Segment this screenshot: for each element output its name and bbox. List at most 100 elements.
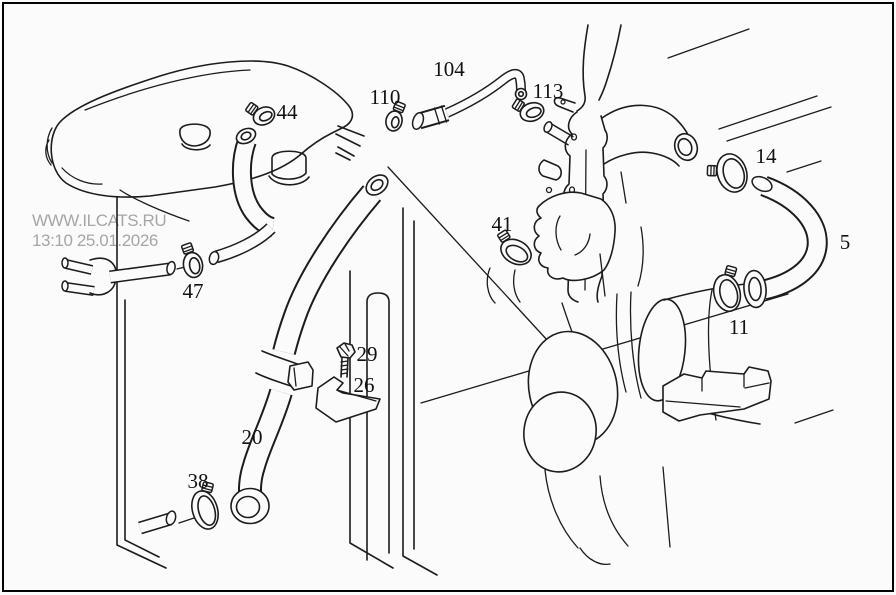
manifold-contour <box>84 69 251 111</box>
hose5-top-cap <box>751 175 773 193</box>
callout-44: 44 <box>277 100 299 124</box>
pump-assembly <box>486 267 772 566</box>
center-vertical <box>349 270 394 569</box>
clamp-11-icon <box>712 264 742 313</box>
clamp-screw <box>706 164 718 177</box>
neck-line <box>576 24 589 112</box>
clamp-screw <box>245 101 259 116</box>
bracket-plate <box>315 376 381 423</box>
pipe38-inner <box>138 514 172 533</box>
clamp-44-icon <box>245 101 276 126</box>
hose-tail-inner <box>214 224 275 262</box>
pump-volute <box>533 191 616 282</box>
block-ribs <box>561 253 642 399</box>
background-panel-lines <box>387 28 834 424</box>
lug-hole <box>560 99 566 105</box>
panel-diagonal-long <box>420 293 789 404</box>
hose5-end-ring-inner <box>748 276 762 302</box>
panel-line <box>794 409 834 424</box>
outlet-tube-bottom <box>603 151 680 167</box>
callout-5: 5 <box>840 230 851 254</box>
clamp-screw <box>392 100 406 114</box>
clamp-113-icon <box>511 98 545 123</box>
clamp-14-icon <box>706 153 748 193</box>
hose20-upper-inner <box>274 186 380 355</box>
fork-prong2-inner <box>65 283 95 295</box>
pump-drop-line <box>662 466 671 548</box>
callout-14: 14 <box>756 144 778 168</box>
hose104-eyelet-inner <box>517 90 525 98</box>
manifold-boss-2 <box>268 150 310 186</box>
panel-line <box>726 106 832 142</box>
stub113-cap <box>543 121 553 133</box>
bolt-head <box>336 342 356 359</box>
panel-line <box>667 28 750 59</box>
callout-20: 20 <box>242 425 263 449</box>
manifold-outline <box>50 60 354 198</box>
housing-right-edge <box>596 115 608 303</box>
outlet-opening-inner <box>677 137 693 157</box>
panel-diagonal <box>387 166 549 342</box>
housing-tab <box>538 159 562 181</box>
clamp-47-icon <box>180 242 204 279</box>
housing-support-lines <box>620 171 644 287</box>
pipe38-link-line <box>178 517 195 524</box>
callout-113: 113 <box>533 79 564 103</box>
band-clamp-tab-line <box>293 367 297 387</box>
clamp-41-icon <box>497 229 532 266</box>
small-hole <box>545 186 553 194</box>
housing-lug <box>553 96 576 113</box>
bolt-threads <box>340 360 349 375</box>
hose-104 <box>411 68 528 130</box>
clamp-screw <box>180 242 195 255</box>
manifold-nozzles <box>335 125 365 161</box>
hose5-inner <box>760 178 826 299</box>
hose104-collar-ribs <box>433 105 448 125</box>
hose20-top-ring-inner <box>370 178 384 192</box>
hose-manifold-branch <box>208 127 276 266</box>
callout-47: 47 <box>183 279 204 303</box>
callout-38: 38 <box>188 469 209 493</box>
stub-pipe-inner <box>109 264 171 282</box>
pipe38-cap <box>165 510 177 526</box>
left-vertical-inner <box>124 299 160 558</box>
bracket-fold-line <box>336 389 377 402</box>
hose104-inner <box>445 70 525 117</box>
clamp-screw <box>201 481 214 494</box>
center-slot <box>366 292 390 561</box>
hose104-cap <box>411 112 425 130</box>
fork-prong-inner <box>65 260 93 274</box>
callout-11: 11 <box>729 315 749 339</box>
callout-29: 29 <box>357 342 378 366</box>
volute-detail <box>555 215 591 256</box>
callout-104: 104 <box>433 57 465 81</box>
watermark-timestamp: 13:10 25.01.2026 <box>32 231 158 250</box>
left-vertical <box>116 195 167 569</box>
mount-bracket-detail <box>665 373 770 408</box>
panel-line <box>718 95 818 130</box>
hose-end-cap <box>208 250 220 266</box>
bolt-hole <box>570 133 578 141</box>
center-vertical-2 <box>402 207 438 576</box>
bracket-26 <box>315 376 381 423</box>
fork-cap-2 <box>61 280 69 292</box>
clamp-110-icon <box>385 100 406 132</box>
pulley-inner <box>523 391 597 473</box>
band-clamp-tab <box>287 361 314 391</box>
watermark-site: WWW.ILCATS.RU <box>32 211 166 230</box>
radiator-edge-lines <box>116 195 438 576</box>
hose-5 <box>743 175 828 309</box>
fork-stub-pipe <box>61 257 186 296</box>
bolt-29 <box>336 342 356 378</box>
watermark: WWW.ILCATS.RU 13:10 25.01.2026 <box>32 211 167 250</box>
clamp-screw <box>511 98 525 112</box>
clamp-screw <box>724 264 738 278</box>
callout-110: 110 <box>370 85 401 109</box>
panel-line <box>786 160 822 173</box>
hose20-end-ring-inner <box>235 495 261 519</box>
hose-top-ring-inner <box>240 131 252 141</box>
